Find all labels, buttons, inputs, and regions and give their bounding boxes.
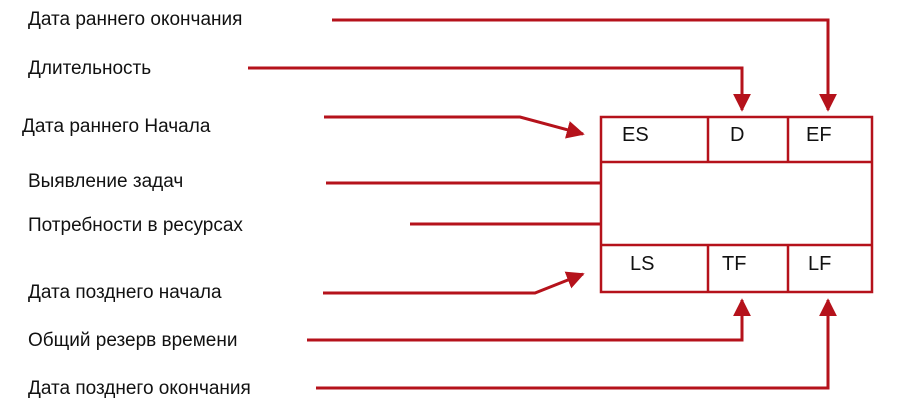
label-early-finish: Дата раннего окончания [28, 9, 243, 30]
leader-early-finish [332, 18, 837, 112]
label-resource-needs: Потребности в ресурсах [28, 215, 243, 236]
cell-es: ES [622, 124, 649, 146]
label-task-identification: Выявление задач [28, 171, 184, 192]
leader-total-float [307, 298, 751, 342]
leader-early-start [324, 115, 585, 139]
node-box [599, 115, 874, 294]
leader-late-start [323, 271, 585, 295]
label-duration: Длительность [28, 58, 152, 79]
leader-duration [248, 66, 751, 112]
node-outline [599, 115, 874, 294]
label-late-finish: Дата позднего окончания [28, 378, 251, 399]
label-early-start: Дата раннего Начала [22, 116, 211, 137]
label-late-start: Дата позднего начала [28, 282, 222, 303]
cell-d: D [730, 124, 745, 146]
cell-ef: EF [806, 124, 832, 146]
leader-late-finish [316, 298, 837, 390]
cell-ls: LS [630, 253, 655, 275]
cell-tf: TF [722, 253, 747, 275]
cell-lf: LF [808, 253, 832, 275]
label-total-float: Общий резерв времени [28, 330, 238, 351]
